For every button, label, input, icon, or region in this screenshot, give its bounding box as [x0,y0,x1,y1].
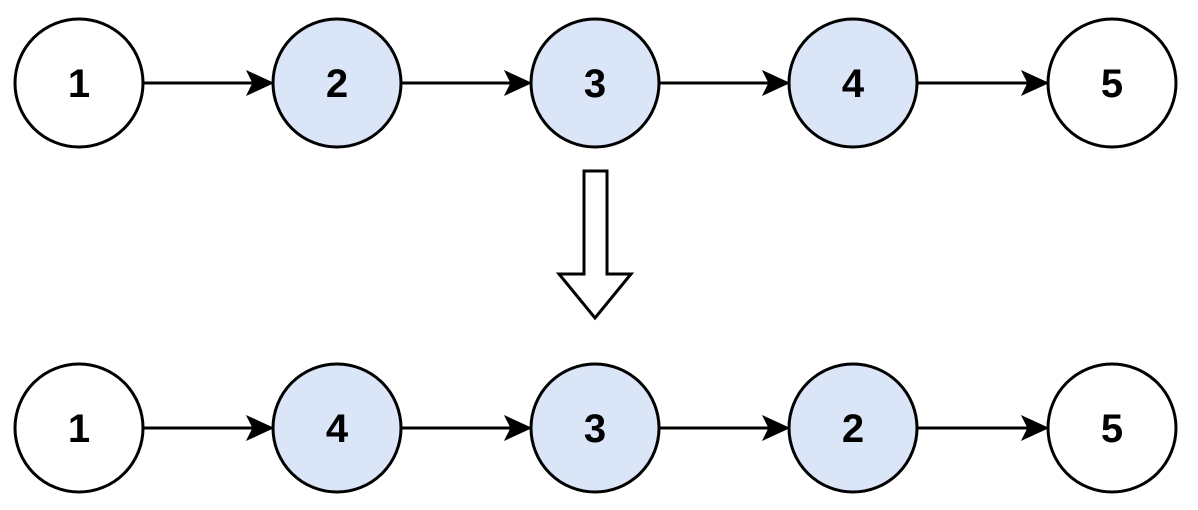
before-edge-2 [401,69,533,97]
node-circle [1046,362,1178,494]
node-circle [13,17,145,149]
before-edge-4 [917,69,1050,97]
transform-arrow [555,169,635,321]
after-node-1: 1 [13,362,145,494]
after-edge-2 [401,414,533,442]
node-label: 3 [584,407,606,451]
node-label: 2 [326,62,348,106]
node-circle [1046,17,1178,149]
node-circle [271,17,403,149]
before-node-5: 5 [1046,17,1178,149]
node-label: 4 [326,407,349,451]
hollow-down-arrow-icon [555,169,635,321]
after-node-3: 3 [529,362,661,494]
arrow-head-icon [761,414,791,442]
after-node-4: 2 [787,362,919,494]
node-label: 5 [1101,407,1123,451]
before-list: 1 2 3 4 5 [13,17,1178,149]
node-circle [787,362,919,494]
arrow-head-icon [503,414,533,442]
before-node-4: 4 [787,17,919,149]
after-list: 1 4 3 2 5 [13,362,1178,494]
arrow-head-icon [503,69,533,97]
arrow-head-icon [1020,69,1050,97]
node-circle [13,362,145,494]
node-label: 3 [584,62,606,106]
arrow-head-icon [1020,414,1050,442]
arrow-head-icon [245,414,275,442]
node-label: 2 [842,407,864,451]
after-edge-1 [143,414,275,442]
before-edge-1 [143,69,275,97]
before-edge-3 [659,69,791,97]
node-label: 5 [1101,62,1123,106]
after-edge-3 [659,414,791,442]
arrow-head-icon [245,69,275,97]
node-label: 4 [842,62,865,106]
arrow-head-icon [761,69,791,97]
node-label: 1 [68,407,90,451]
node-circle [787,17,919,149]
before-node-1: 1 [13,17,145,149]
node-circle [529,17,661,149]
node-circle [529,362,661,494]
after-edge-4 [917,414,1050,442]
node-circle [271,362,403,494]
after-node-2: 4 [271,362,403,494]
before-node-2: 2 [271,17,403,149]
before-node-3: 3 [529,17,661,149]
node-label: 1 [68,62,90,106]
after-node-5: 5 [1046,362,1178,494]
